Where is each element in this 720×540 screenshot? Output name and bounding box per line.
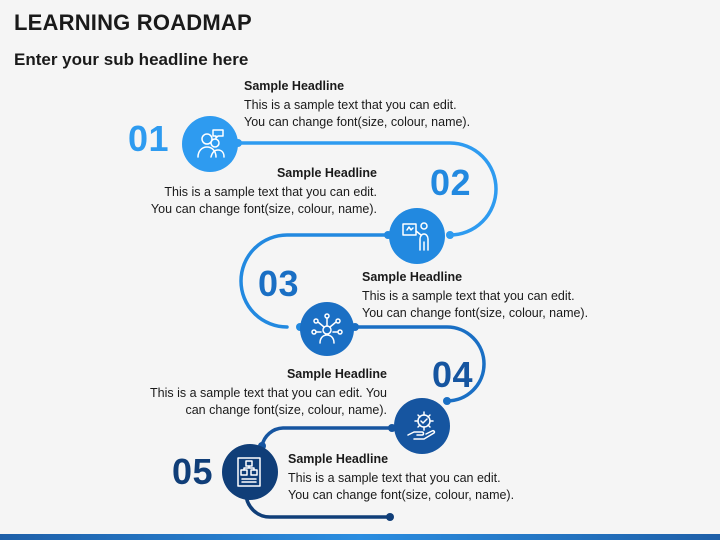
path-segment-4 [260, 426, 394, 448]
step-body-2a: This is a sample text that you can edit. [164, 185, 377, 199]
step-body-3b: You can change font(size, colour, name). [362, 306, 589, 320]
path-segment-3 [353, 325, 486, 403]
step-body-3a: This is a sample text that you can edit. [362, 289, 575, 303]
bottom-accent-bar [0, 534, 720, 540]
step-body-2b: You can change font(size, colour, name). [150, 202, 377, 216]
step-text-4: Sample Headline This is a sample text th… [130, 366, 387, 419]
step-number-2: 02 [430, 162, 472, 203]
step-node-4 [394, 398, 450, 454]
path-segment-1 [236, 141, 498, 237]
flowchart-document-icon [237, 457, 261, 487]
page-title: LEARNING ROADMAP [14, 10, 252, 35]
step-node-1 [182, 116, 238, 172]
step-number-3: 03 [258, 263, 300, 304]
network-person-icon [311, 313, 343, 344]
step-node-2 [389, 208, 445, 264]
step-headline-5: Sample Headline [288, 452, 389, 466]
step-body-5b: You can change font(size, colour, name). [288, 488, 515, 502]
presenter-board-icon [402, 222, 429, 251]
step-body-4a: This is a sample text that you can edit.… [150, 386, 387, 400]
step-text-2: Sample Headline This is a sample text th… [130, 165, 377, 218]
gear-hand-icon [407, 411, 436, 440]
step-node-3 [300, 302, 354, 356]
step-headline-2: Sample Headline [276, 166, 377, 180]
step-node-5 [222, 444, 278, 500]
step-body-5a: This is a sample text that you can edit. [288, 471, 501, 485]
step-text-5: Sample Headline This is a sample text th… [288, 451, 514, 504]
people-chat-icon [197, 129, 225, 158]
step-headline-1: Sample Headline [244, 79, 345, 93]
page-subtitle: Enter your sub headline here [14, 50, 249, 69]
step-number-5: 05 [172, 451, 214, 492]
path-segment-2 [239, 233, 390, 329]
step-headline-3: Sample Headline [362, 270, 463, 284]
step-body-4b: can change font(size, colour, name). [185, 403, 387, 417]
step-number-4: 04 [432, 354, 474, 395]
step-text-3: Sample Headline This is a sample text th… [362, 269, 588, 322]
step-body-1b: You can change font(size, colour, name). [244, 115, 471, 129]
step-body-1a: This is a sample text that you can edit. [244, 98, 457, 112]
step-headline-4: Sample Headline [286, 367, 387, 381]
step-number-1: 01 [128, 118, 170, 159]
step-text-1: Sample Headline This is a sample text th… [244, 78, 470, 131]
